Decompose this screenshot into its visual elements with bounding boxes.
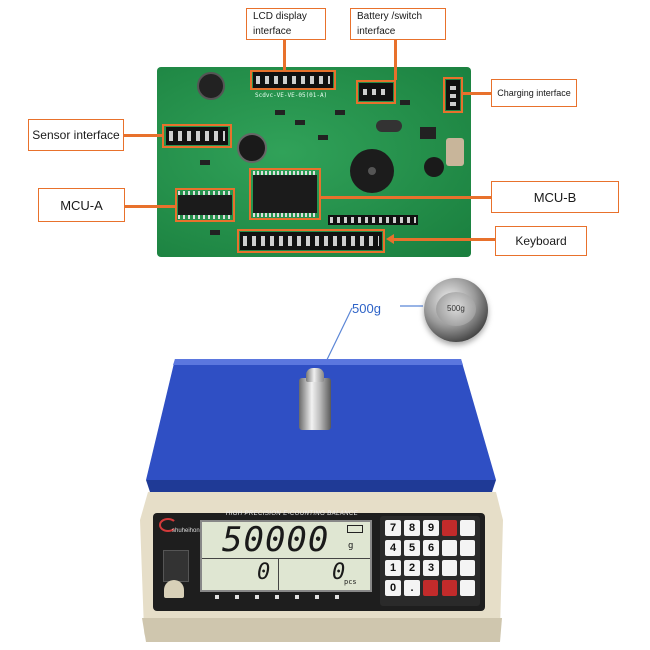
function-key[interactable] <box>460 540 475 556</box>
mcu-b-chip <box>253 175 317 213</box>
mcu-a-chip <box>178 195 232 215</box>
brand-logo-icon <box>159 518 177 532</box>
mcu-a-pins <box>178 191 232 195</box>
callout-mcu-b: MCU-B <box>491 181 619 213</box>
smd-resistor <box>318 135 328 140</box>
battery-switch-pins <box>363 89 389 95</box>
indicator-marks <box>215 595 355 599</box>
count-unit: pcs <box>344 578 357 586</box>
extra-header-pins <box>330 217 416 223</box>
highlight-battery <box>356 80 396 104</box>
function-key[interactable] <box>460 580 475 596</box>
key-6[interactable]: 6 <box>423 540 439 556</box>
capacitor <box>197 72 225 100</box>
leader-lcd <box>283 40 286 70</box>
key-2[interactable]: 2 <box>404 560 420 576</box>
function-key[interactable] <box>460 520 475 536</box>
transistor <box>420 127 436 139</box>
key-8[interactable]: 8 <box>404 520 420 536</box>
level-bubble <box>164 580 184 598</box>
main-reading: 50000 <box>222 520 330 560</box>
arrowhead-keyboard <box>386 234 394 244</box>
lcd-divider-vertical <box>278 559 279 590</box>
key-1[interactable]: 1 <box>385 560 401 576</box>
callout-battery-interface: Battery /switch interface <box>350 8 446 40</box>
highlight-charging <box>443 77 463 113</box>
highlight-mcu-a <box>175 188 235 222</box>
mcu-b-pins <box>253 213 317 217</box>
weight-label: 500g <box>352 301 381 316</box>
brand-name: shuheihon <box>172 528 200 534</box>
leader-mcu-a <box>125 205 175 208</box>
key-7[interactable]: 7 <box>385 520 401 536</box>
key-9[interactable]: 9 <box>423 520 439 536</box>
function-key[interactable] <box>442 540 457 556</box>
weight-stamp: 500g <box>447 304 465 313</box>
lcd-screen <box>200 520 372 592</box>
key-4[interactable]: 4 <box>385 540 401 556</box>
leader-charging <box>463 92 491 95</box>
crystal <box>376 120 402 132</box>
weight-zoom-top <box>436 292 476 326</box>
pcb-silkscreen-text: Scdvc-VE-VE-05(01-A) <box>255 92 328 99</box>
callout-lcd-line1: LCD display <box>253 11 307 22</box>
smd-resistor <box>400 100 410 105</box>
smd-resistor <box>335 110 345 115</box>
main-unit: g <box>348 541 354 551</box>
leader-sensor <box>124 134 162 137</box>
model-plate <box>163 550 189 582</box>
leader-mcu-b <box>321 196 491 199</box>
leader-battery <box>394 40 397 80</box>
key-5[interactable]: 5 <box>404 540 420 556</box>
callout-battery-line2: interface <box>357 26 396 37</box>
mcu-a-pins <box>178 215 232 219</box>
function-key-red[interactable] <box>423 580 438 596</box>
callout-keyboard: Keyboard <box>495 226 587 256</box>
count-reading: 0 <box>332 560 346 585</box>
function-key[interactable] <box>460 560 475 576</box>
mcu-b-pins <box>253 171 317 175</box>
charging-pins <box>450 84 456 106</box>
function-key[interactable] <box>442 560 457 576</box>
test-weight-knob <box>306 368 324 382</box>
callout-mcu-a: MCU-A <box>38 188 125 222</box>
callout-lcd-line2: interface <box>253 26 292 37</box>
smd-resistor <box>275 110 285 115</box>
unit-weight-reading: 0 <box>257 560 271 585</box>
callout-battery-line1: Battery /switch <box>357 11 423 22</box>
sensor-pins <box>169 131 225 141</box>
smd-resistor <box>200 160 210 165</box>
inductor <box>446 138 464 166</box>
key-0[interactable]: 0 <box>385 580 401 596</box>
key-3[interactable]: 3 <box>423 560 439 576</box>
battery-icon <box>347 525 363 533</box>
callout-lcd-interface: LCD display interface <box>246 8 326 40</box>
capacitor <box>237 133 267 163</box>
function-key-red[interactable] <box>442 580 457 596</box>
panel-banner: HIGH PRECISION E-COUNTING BALANCE <box>225 511 359 517</box>
leader-keyboard <box>393 238 495 241</box>
highlight-sensor <box>162 124 232 148</box>
callout-sensor-interface: Sensor interface <box>28 119 124 151</box>
callout-charging-interface: Charging interface <box>491 79 577 107</box>
buzzer-hole <box>368 167 376 175</box>
smd-resistor <box>210 230 220 235</box>
highlight-lcd <box>250 70 336 90</box>
highlight-keyboard <box>237 229 385 253</box>
keyboard-pins <box>243 236 379 246</box>
key-dot[interactable]: . <box>404 580 420 596</box>
smd-resistor <box>295 120 305 125</box>
capacitor <box>424 157 444 177</box>
highlight-mcu-b <box>249 168 321 220</box>
lcd-divider <box>202 558 370 559</box>
lcd-header-pins <box>256 76 330 84</box>
function-key-red[interactable] <box>442 520 457 536</box>
test-weight <box>299 378 331 430</box>
